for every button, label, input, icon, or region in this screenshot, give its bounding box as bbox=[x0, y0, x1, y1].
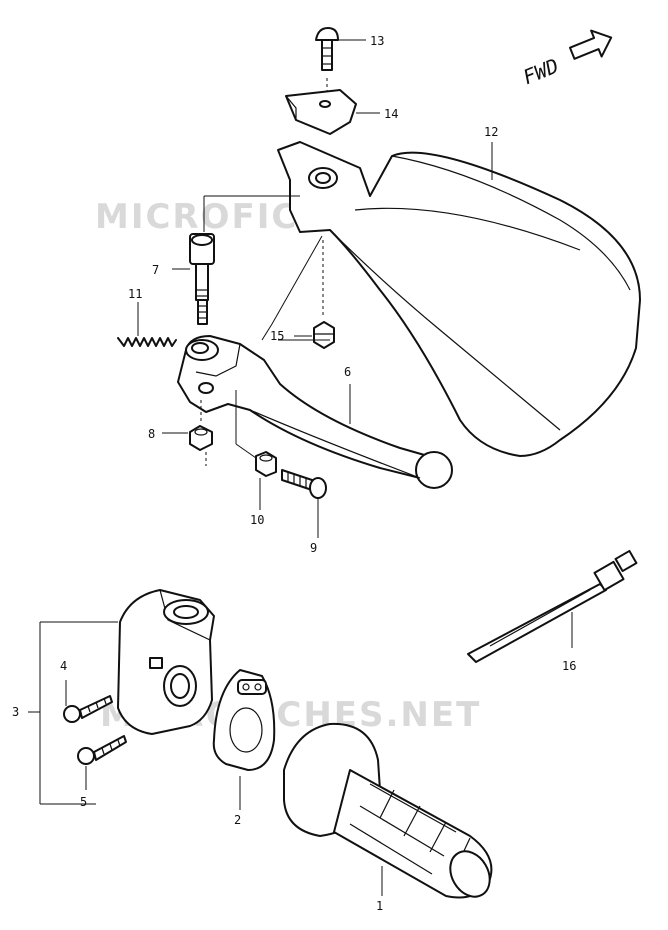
part-15-nut bbox=[294, 240, 335, 349]
label-part-4: 4 bbox=[60, 659, 67, 673]
label-part-3: 3 bbox=[12, 705, 19, 719]
part-labels: 1 2 3 4 5 6 7 8 9 10 11 12 13 14 15 16 bbox=[12, 34, 576, 913]
label-part-12: 12 bbox=[484, 125, 498, 139]
part-6-clutch-lever bbox=[177, 235, 453, 489]
label-part-1: 1 bbox=[376, 899, 383, 913]
part-16-cable-tie bbox=[467, 549, 638, 663]
label-part-2: 2 bbox=[234, 813, 241, 827]
label-part-9: 9 bbox=[310, 541, 317, 555]
part-14-clamp-plate bbox=[285, 89, 380, 135]
part-9-screw bbox=[281, 469, 327, 538]
label-part-8: 8 bbox=[148, 427, 155, 441]
label-part-6: 6 bbox=[344, 365, 351, 379]
label-part-13: 13 bbox=[370, 34, 384, 48]
part-3-lever-holder bbox=[28, 589, 215, 805]
part-1-handlebar-grip bbox=[283, 722, 493, 899]
part-2-throttle-plate bbox=[212, 669, 276, 810]
part-8-nut bbox=[162, 400, 213, 466]
label-part-5: 5 bbox=[80, 795, 87, 809]
fwd-arrow-icon bbox=[569, 29, 613, 60]
part-13-screw bbox=[315, 27, 366, 71]
part-4-screw bbox=[63, 680, 113, 723]
part-7-pivot-bolt bbox=[172, 195, 300, 325]
label-part-7: 7 bbox=[152, 263, 159, 277]
label-part-14: 14 bbox=[384, 107, 398, 121]
part-10-nut bbox=[255, 451, 277, 510]
forward-direction-indicator: FWD bbox=[520, 29, 613, 89]
label-part-16: 16 bbox=[562, 659, 576, 673]
label-part-15: 15 bbox=[270, 329, 284, 343]
fwd-label: FWD bbox=[520, 53, 562, 89]
part-11-spring bbox=[117, 302, 177, 347]
part-5-screw bbox=[77, 735, 127, 790]
label-part-10: 10 bbox=[250, 513, 264, 527]
label-part-11: 11 bbox=[128, 287, 142, 301]
part-12-hand-guard bbox=[277, 141, 641, 457]
